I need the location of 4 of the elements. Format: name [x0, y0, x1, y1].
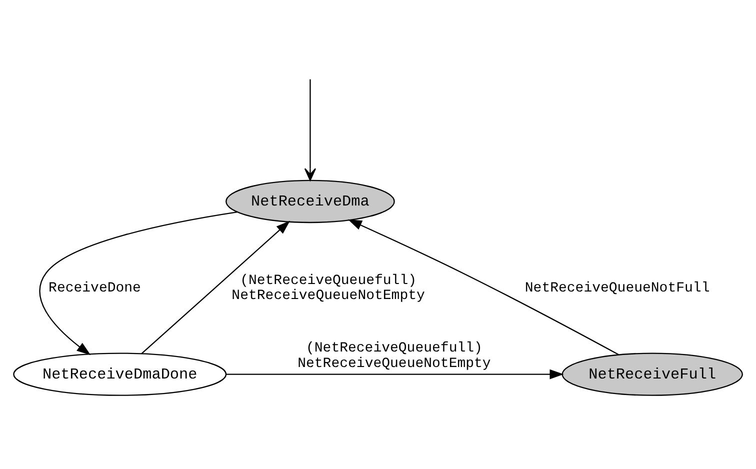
- edge-label: ReceiveDone: [48, 280, 141, 296]
- edge-label: (NetReceiveQueuefull) NetReceiveQueueNotEmpty: [298, 340, 491, 372]
- edge-label: (NetReceiveQueuefull) NetReceiveQueueNotEmpty: [232, 272, 425, 304]
- edge-label: NetReceiveQueueNotFull: [524, 280, 710, 296]
